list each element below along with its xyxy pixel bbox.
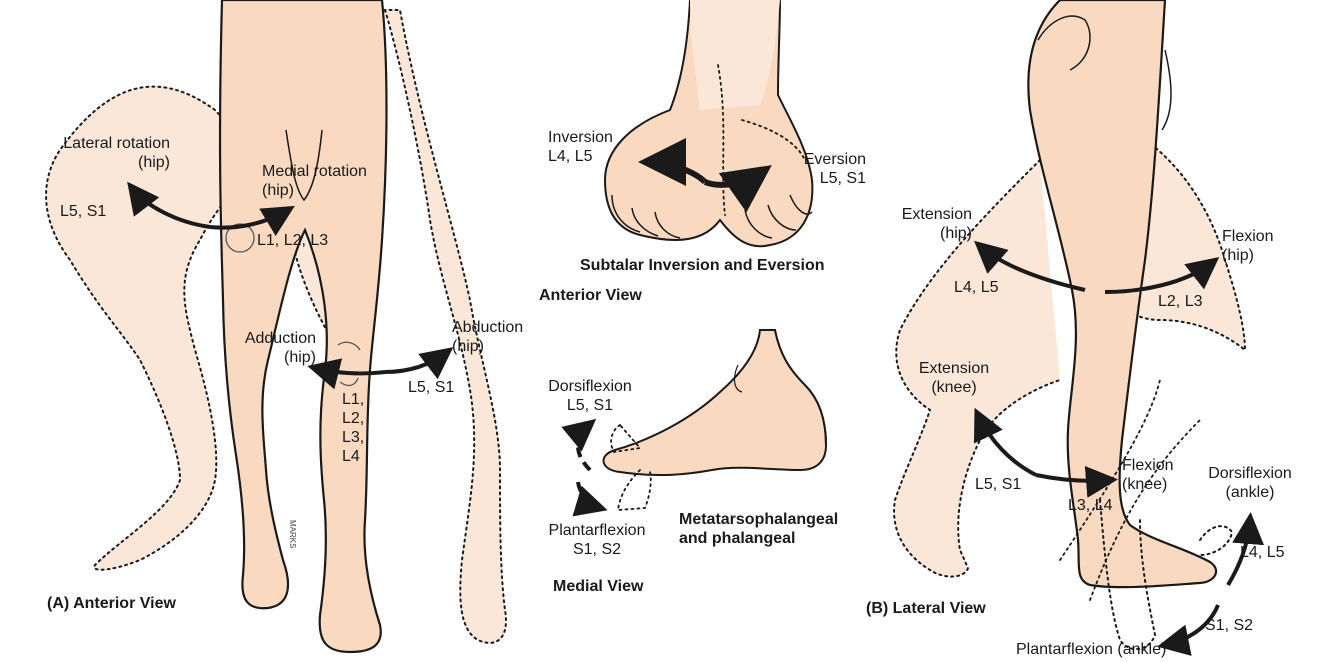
ankle-dorsiflexion-label: Dorsiflexion (ankle) [1195, 464, 1305, 502]
ankle-plantarflexion-label: Plantarflexion (ankle) [1016, 640, 1166, 659]
adduction-label: Adduction (hip) [200, 329, 316, 367]
panel-a-caption: (A) Anterior View [47, 594, 176, 613]
medial-foot [604, 330, 826, 510]
subtalar-feet [605, 0, 812, 246]
mtp-plantarflexion-arrow [578, 482, 600, 508]
hip-extension-nerves: L4, L5 [954, 278, 998, 297]
lateral-rotation-nerves: L5, S1 [60, 202, 106, 221]
knee-extension-nerves: L5, S1 [975, 475, 1021, 494]
knee-extension-label: Extension (knee) [908, 359, 1000, 397]
hip-flexion-label: Flexion (hip) [1222, 227, 1274, 265]
abduction-nerves: L5, S1 [408, 378, 454, 397]
knee-flexion-label: Flexion (knee) [1122, 456, 1174, 494]
artist-signature: MARKS [288, 520, 297, 548]
subtalar-caption: Subtalar Inversion and Eversion [580, 256, 825, 275]
abduction-arrow [385, 352, 447, 372]
mtp-plantarflexion-label: Plantarflexion S1, S2 [530, 521, 664, 559]
mtp-caption: Metatarsophalangeal and phalangeal [679, 510, 838, 548]
subtalar-view-caption: Anterior View [539, 286, 642, 305]
inversion-label: Inversion L4, L5 [548, 128, 613, 166]
hip-extension-label: Extension (hip) [860, 205, 972, 243]
panel-b-caption: (B) Lateral View [866, 599, 986, 618]
ankle-dorsiflexion-nerves: L4, L5 [1240, 543, 1284, 562]
knee-flexion-nerves: L3, L4 [1068, 496, 1112, 515]
medial-rotation-nerves: L1, L2, L3 [257, 231, 328, 250]
eversion-label: Eversion L5, S1 [770, 150, 866, 188]
abduction-label: Abduction (hip) [452, 318, 523, 356]
medial-rotation-label: Medial rotation (hip) [262, 162, 367, 200]
adduction-nerves: L1, L2, L3, L4 [342, 390, 364, 466]
mtp-dorsiflexion-label: Dorsiflexion L5, S1 [530, 377, 650, 415]
mtp-dorsiflexion-arrow [578, 424, 590, 470]
medial-view-caption: Medial View [553, 577, 643, 596]
anterior-body [220, 0, 386, 652]
lateral-rotation-label: Lateral rotation (hip) [10, 134, 170, 172]
ankle-plantarflexion-nerves: S1, S2 [1205, 616, 1253, 635]
hip-flexion-nerves: L2, L3 [1158, 292, 1202, 311]
